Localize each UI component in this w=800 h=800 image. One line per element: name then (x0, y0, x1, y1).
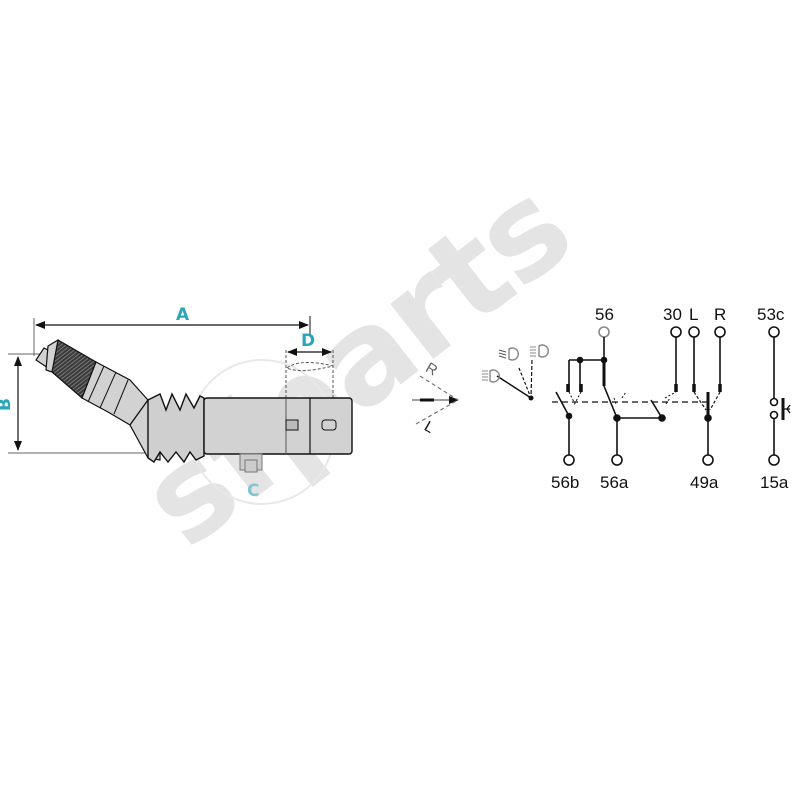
switch-drawing (8, 316, 353, 473)
terminal-label-56b: 56b (551, 473, 580, 492)
terminal-label-l: L (689, 305, 699, 324)
terminal-label-56: 56 (595, 305, 614, 324)
wiring-schematic (552, 326, 791, 466)
terminal-label-53c: 53c (757, 305, 785, 324)
terminal-label-15a: 15a (760, 473, 789, 492)
dimension-label-a: A (176, 305, 190, 325)
dimension-label-d: D (301, 331, 316, 351)
terminal-label-30: 30 (663, 305, 682, 324)
dimension-label-c: C (247, 481, 260, 501)
dimension-label-b: B (0, 398, 15, 411)
terminal-label-r: R (714, 305, 727, 324)
terminal-label-56a: 56a (600, 473, 629, 492)
direction-indicator (412, 375, 459, 425)
terminal-label-49a: 49a (690, 473, 719, 492)
light-symbols (482, 344, 549, 401)
